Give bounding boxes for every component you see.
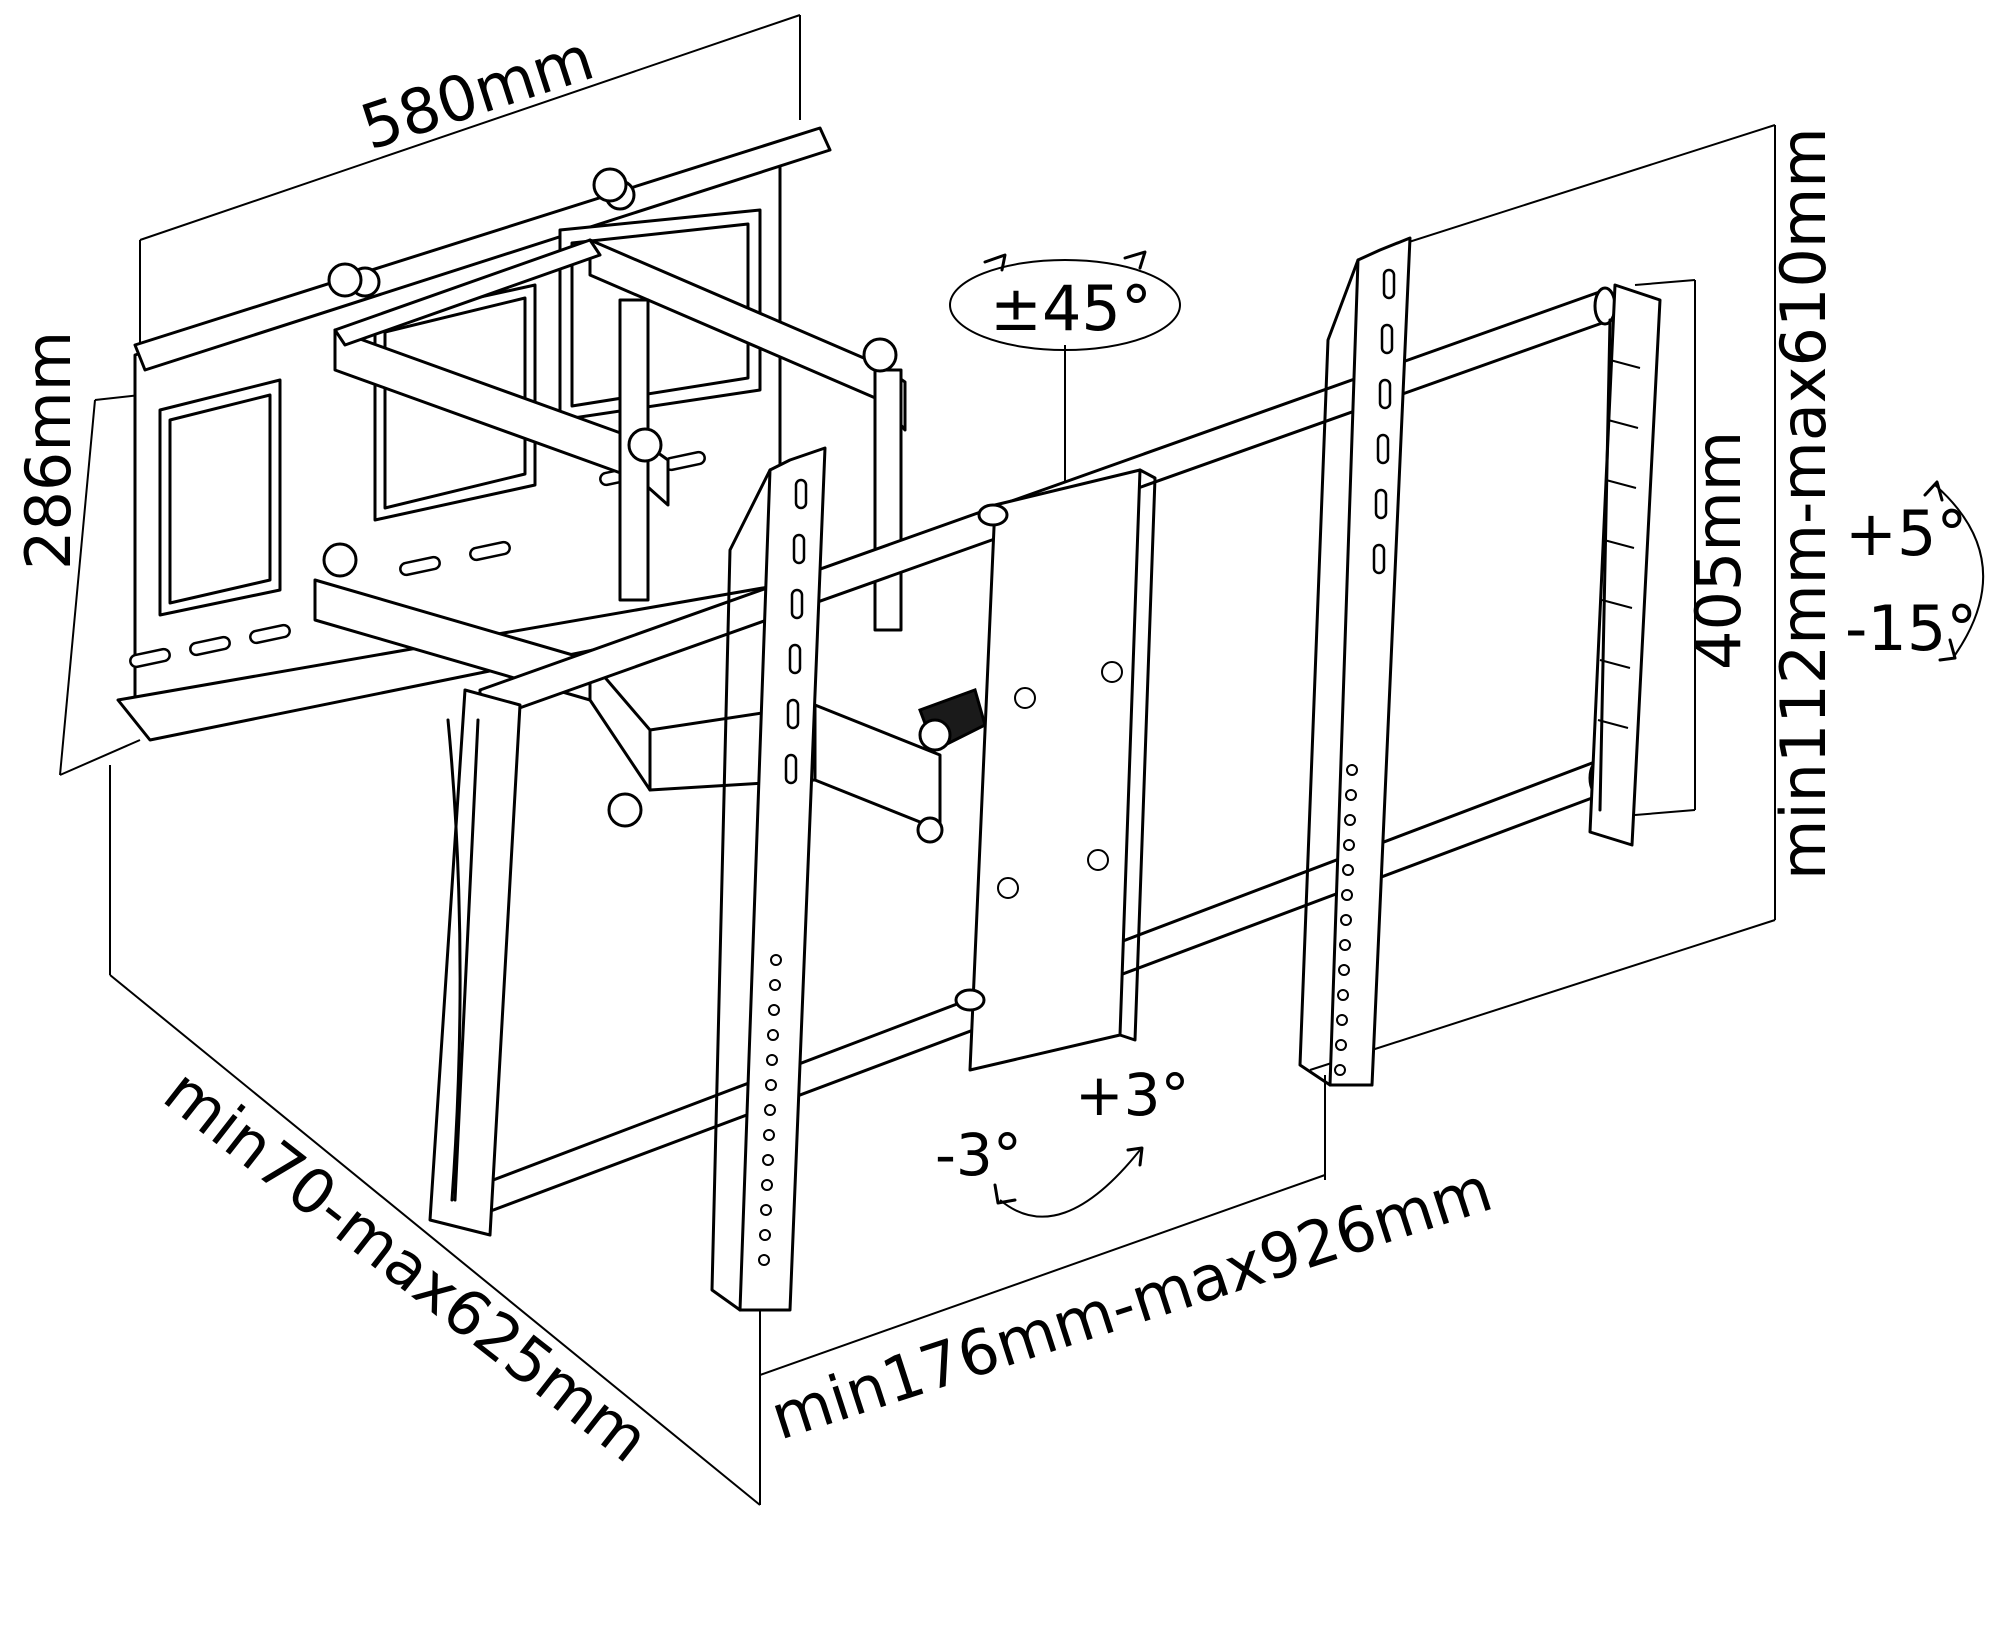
swing-arms [313,167,987,844]
swivel-ellipse [949,259,1181,351]
tilt-down-label: -15° [1845,592,1977,665]
dimension-lines [59,14,1776,1506]
left-arm-holes [758,954,782,1266]
rotation-indicators [949,250,1985,1218]
vesa-arms [710,236,1412,1312]
swivel-label: ±45° [990,272,1152,345]
level-plus-label: +3° [1075,1061,1190,1129]
tilt-arrow-down-icon [1938,638,1957,662]
tilt-arrow-up-icon [1923,480,1944,502]
tilt-arc [1934,484,1985,656]
vesa-height-label: 405mm [1682,431,1755,670]
side-handles [428,283,1662,1237]
right-arm-slots [1372,268,1396,575]
level-arrow-right-icon [1126,1146,1144,1167]
tilt-up-label: +5° [1845,497,1967,570]
center-plate [954,468,1157,1072]
right-arm-holes [1334,764,1358,1076]
level-minus-label: -3° [935,1121,1022,1189]
wall-height-label: 286mm [12,331,85,570]
level-arrow-left-icon [993,1183,1017,1205]
vesa-width-range-label: min176mm-max926mm [762,1152,1500,1454]
left-arm-slots [784,478,808,785]
wall-width-label: 580mm [352,21,602,164]
swivel-arrow-right-icon [1123,250,1147,270]
swivel-arrow-left-icon [983,253,1007,272]
height-range-label: min112mm-max610mm [1767,127,1840,880]
depth-range-label: min70-max625mm [151,1054,663,1476]
level-arc [999,1149,1141,1218]
